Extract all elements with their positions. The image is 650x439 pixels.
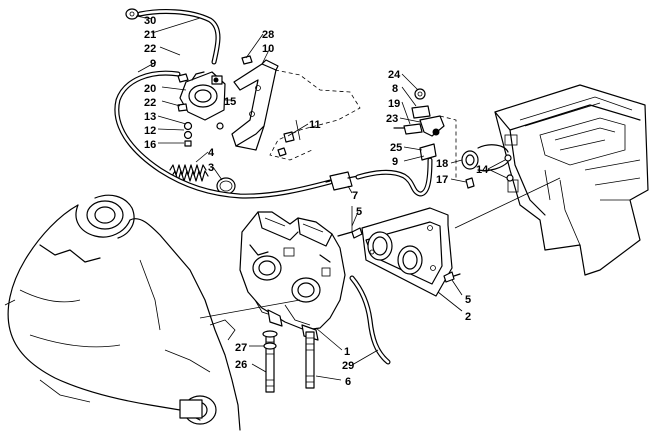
fuel-pump: [179, 71, 226, 121]
callout-8: 8: [392, 83, 398, 95]
callout-29: 29: [342, 360, 354, 372]
callout-24: 24: [388, 69, 401, 81]
fasteners-14: [504, 154, 514, 182]
airbox-outline: [494, 84, 649, 276]
callout-13: 13: [144, 111, 156, 123]
carb-stud-26: [262, 330, 278, 393]
callout-11: 11: [309, 119, 321, 131]
callout-1: 1: [344, 346, 350, 358]
callout-labels: 30 21 22 9 20 22 13 12 16 15 28 10 11 4 …: [144, 15, 489, 388]
callout-22-lower: 22: [144, 97, 156, 109]
carb-stud-6: [305, 331, 315, 389]
leader-lines: [135, 15, 508, 381]
grommet-18: [461, 150, 479, 170]
callout-2: 2: [465, 311, 471, 323]
fuel-hose-9-left: [114, 70, 333, 199]
callout-19: 19: [388, 98, 400, 110]
mounting-bracket: [231, 59, 279, 151]
callout-5-upper: 5: [356, 206, 362, 218]
callout-10: 10: [262, 43, 274, 55]
callout-26: 26: [235, 359, 247, 371]
callout-5-lower: 5: [465, 294, 471, 306]
frame-member-outline: [269, 69, 361, 161]
intake-adapter-plate: [361, 207, 453, 297]
callout-9-left: 9: [150, 58, 156, 70]
impulse-hose-29: [349, 275, 391, 365]
callout-7: 7: [352, 190, 358, 202]
callout-27: 27: [235, 342, 247, 354]
airbox-tube: [477, 144, 509, 172]
clip-30: [125, 8, 139, 20]
callout-16: 16: [144, 139, 156, 151]
callout-4: 4: [208, 147, 215, 159]
carburetor-assembly: [239, 211, 346, 341]
callout-15: 15: [224, 96, 236, 108]
callout-17: 17: [436, 174, 448, 186]
callout-22-upper: 22: [144, 43, 156, 55]
fuel-hose-21: [137, 9, 221, 65]
callout-25: 25: [390, 142, 402, 154]
washer-27: [263, 342, 277, 350]
callout-30: 30: [144, 15, 156, 27]
fuel-hose-9-right: [355, 157, 433, 197]
screw-5-lower: [443, 271, 461, 283]
callout-12: 12: [144, 125, 156, 137]
fastener-17: [465, 177, 475, 189]
callout-28: 28: [262, 29, 274, 41]
fasteners-pump: [177, 55, 295, 157]
callout-23: 23: [386, 113, 398, 125]
callout-3: 3: [208, 162, 214, 174]
alignment-lines: [199, 119, 561, 319]
engine-outline: [4, 194, 241, 431]
callout-18: 18: [436, 158, 448, 170]
callout-9-right: 9: [392, 156, 398, 168]
screw-5-upper: [337, 227, 363, 239]
callout-6: 6: [345, 376, 351, 388]
callout-21: 21: [144, 29, 156, 41]
callout-20: 20: [144, 83, 156, 95]
callout-14: 14: [476, 164, 489, 176]
